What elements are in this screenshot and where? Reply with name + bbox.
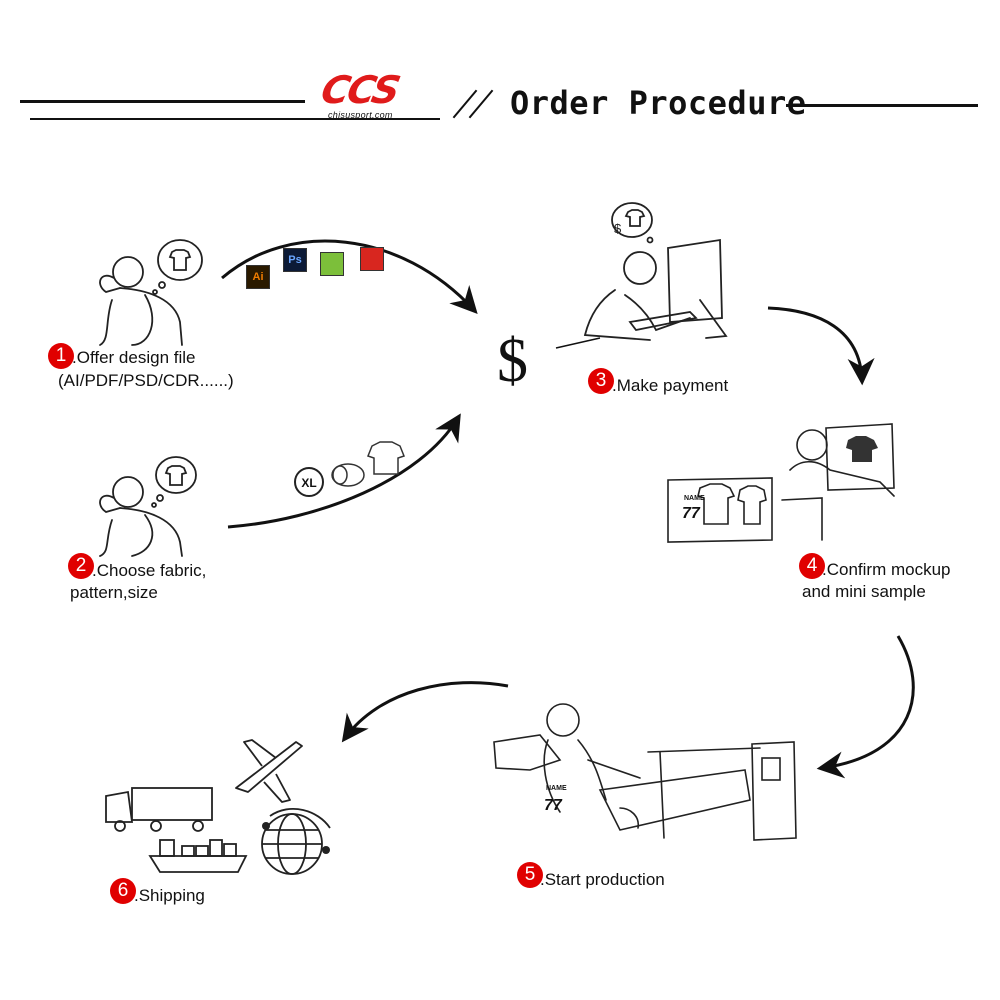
- header-rule-right: [786, 104, 978, 107]
- arrow-step5-to-step6: [341, 681, 509, 743]
- step-4-label: .Confirm mockup: [822, 560, 951, 579]
- step-1-label: .Offer design file: [72, 348, 196, 367]
- thinking-person-icon: [99, 456, 197, 557]
- jersey-number-text: 77: [544, 797, 563, 814]
- price-dollar-mark: $: [614, 221, 622, 236]
- step-2-sublabel: pattern,size: [70, 583, 158, 602]
- arrow-payment-to-step4: [767, 306, 875, 386]
- step-2-label: .Choose fabric,: [92, 561, 207, 580]
- brand-logo-text: CCS: [317, 68, 403, 112]
- jersey-number-text: 77: [682, 505, 701, 522]
- dollar-to-person-line: [555, 337, 601, 349]
- page-title: Order Procedure: [510, 84, 807, 122]
- size-xl-badge: [294, 467, 324, 497]
- payment-dollar-icon: $: [497, 327, 528, 395]
- arrow-step2-to-payment: [227, 413, 461, 529]
- step-3-badge: 3: [588, 368, 614, 394]
- step-5-label: .Start production: [540, 870, 665, 889]
- monitor-tshirt-icon: [846, 436, 878, 462]
- thinking-person-icon: [99, 239, 203, 346]
- header-rule-left: [20, 100, 305, 103]
- tshirt-icon: [367, 441, 405, 475]
- fabric-roll-icon: [331, 463, 365, 487]
- step-2-badge: 2: [68, 553, 94, 579]
- step-4-badge: 4: [799, 553, 825, 579]
- illustrator-file-icon: Ai: [246, 265, 270, 289]
- brand-logo: CCS chisusport.com: [317, 68, 434, 124]
- location-pin-icon: [262, 822, 270, 830]
- delivery-truck-icon: [105, 787, 213, 832]
- coreldraw-file-icon: [320, 252, 344, 276]
- step-6-badge: 6: [110, 878, 136, 904]
- cargo-ship-icon: [148, 839, 248, 873]
- step-1-badge: 1: [48, 343, 74, 369]
- production-scene-icon: [493, 703, 797, 841]
- step-4-sublabel: and mini sample: [802, 582, 926, 601]
- step-1-sublabel: (AI/PDF/PSD/CDR......): [58, 371, 234, 390]
- person-at-computer-icon: [583, 202, 728, 341]
- arrow-step4-to-step5: [816, 635, 915, 779]
- pdf-file-icon: [360, 247, 384, 271]
- jersey-number-icon: NAME 77: [682, 495, 705, 522]
- globe-icon: [261, 807, 331, 875]
- jersey-name-text: NAME: [684, 495, 705, 502]
- jersey-name-text: NAME: [546, 785, 567, 792]
- jersey-number-icon: NAME 77: [544, 785, 567, 814]
- step-3-label: .Make payment: [612, 376, 729, 395]
- step-5-badge: 5: [517, 862, 543, 888]
- step-6-label: .Shipping: [134, 886, 205, 905]
- arrow-step1-to-payment: [221, 239, 478, 314]
- mockup-review-scene-icon: [667, 423, 895, 543]
- brand-logo-subtext: chisusport.com: [328, 110, 393, 120]
- airplane-icon: [235, 739, 303, 803]
- location-pin-icon: [322, 846, 330, 854]
- header-rule-left-lower: [30, 118, 440, 120]
- size-xl-label: XL: [301, 476, 316, 490]
- photoshop-file-icon: Ps: [283, 248, 307, 272]
